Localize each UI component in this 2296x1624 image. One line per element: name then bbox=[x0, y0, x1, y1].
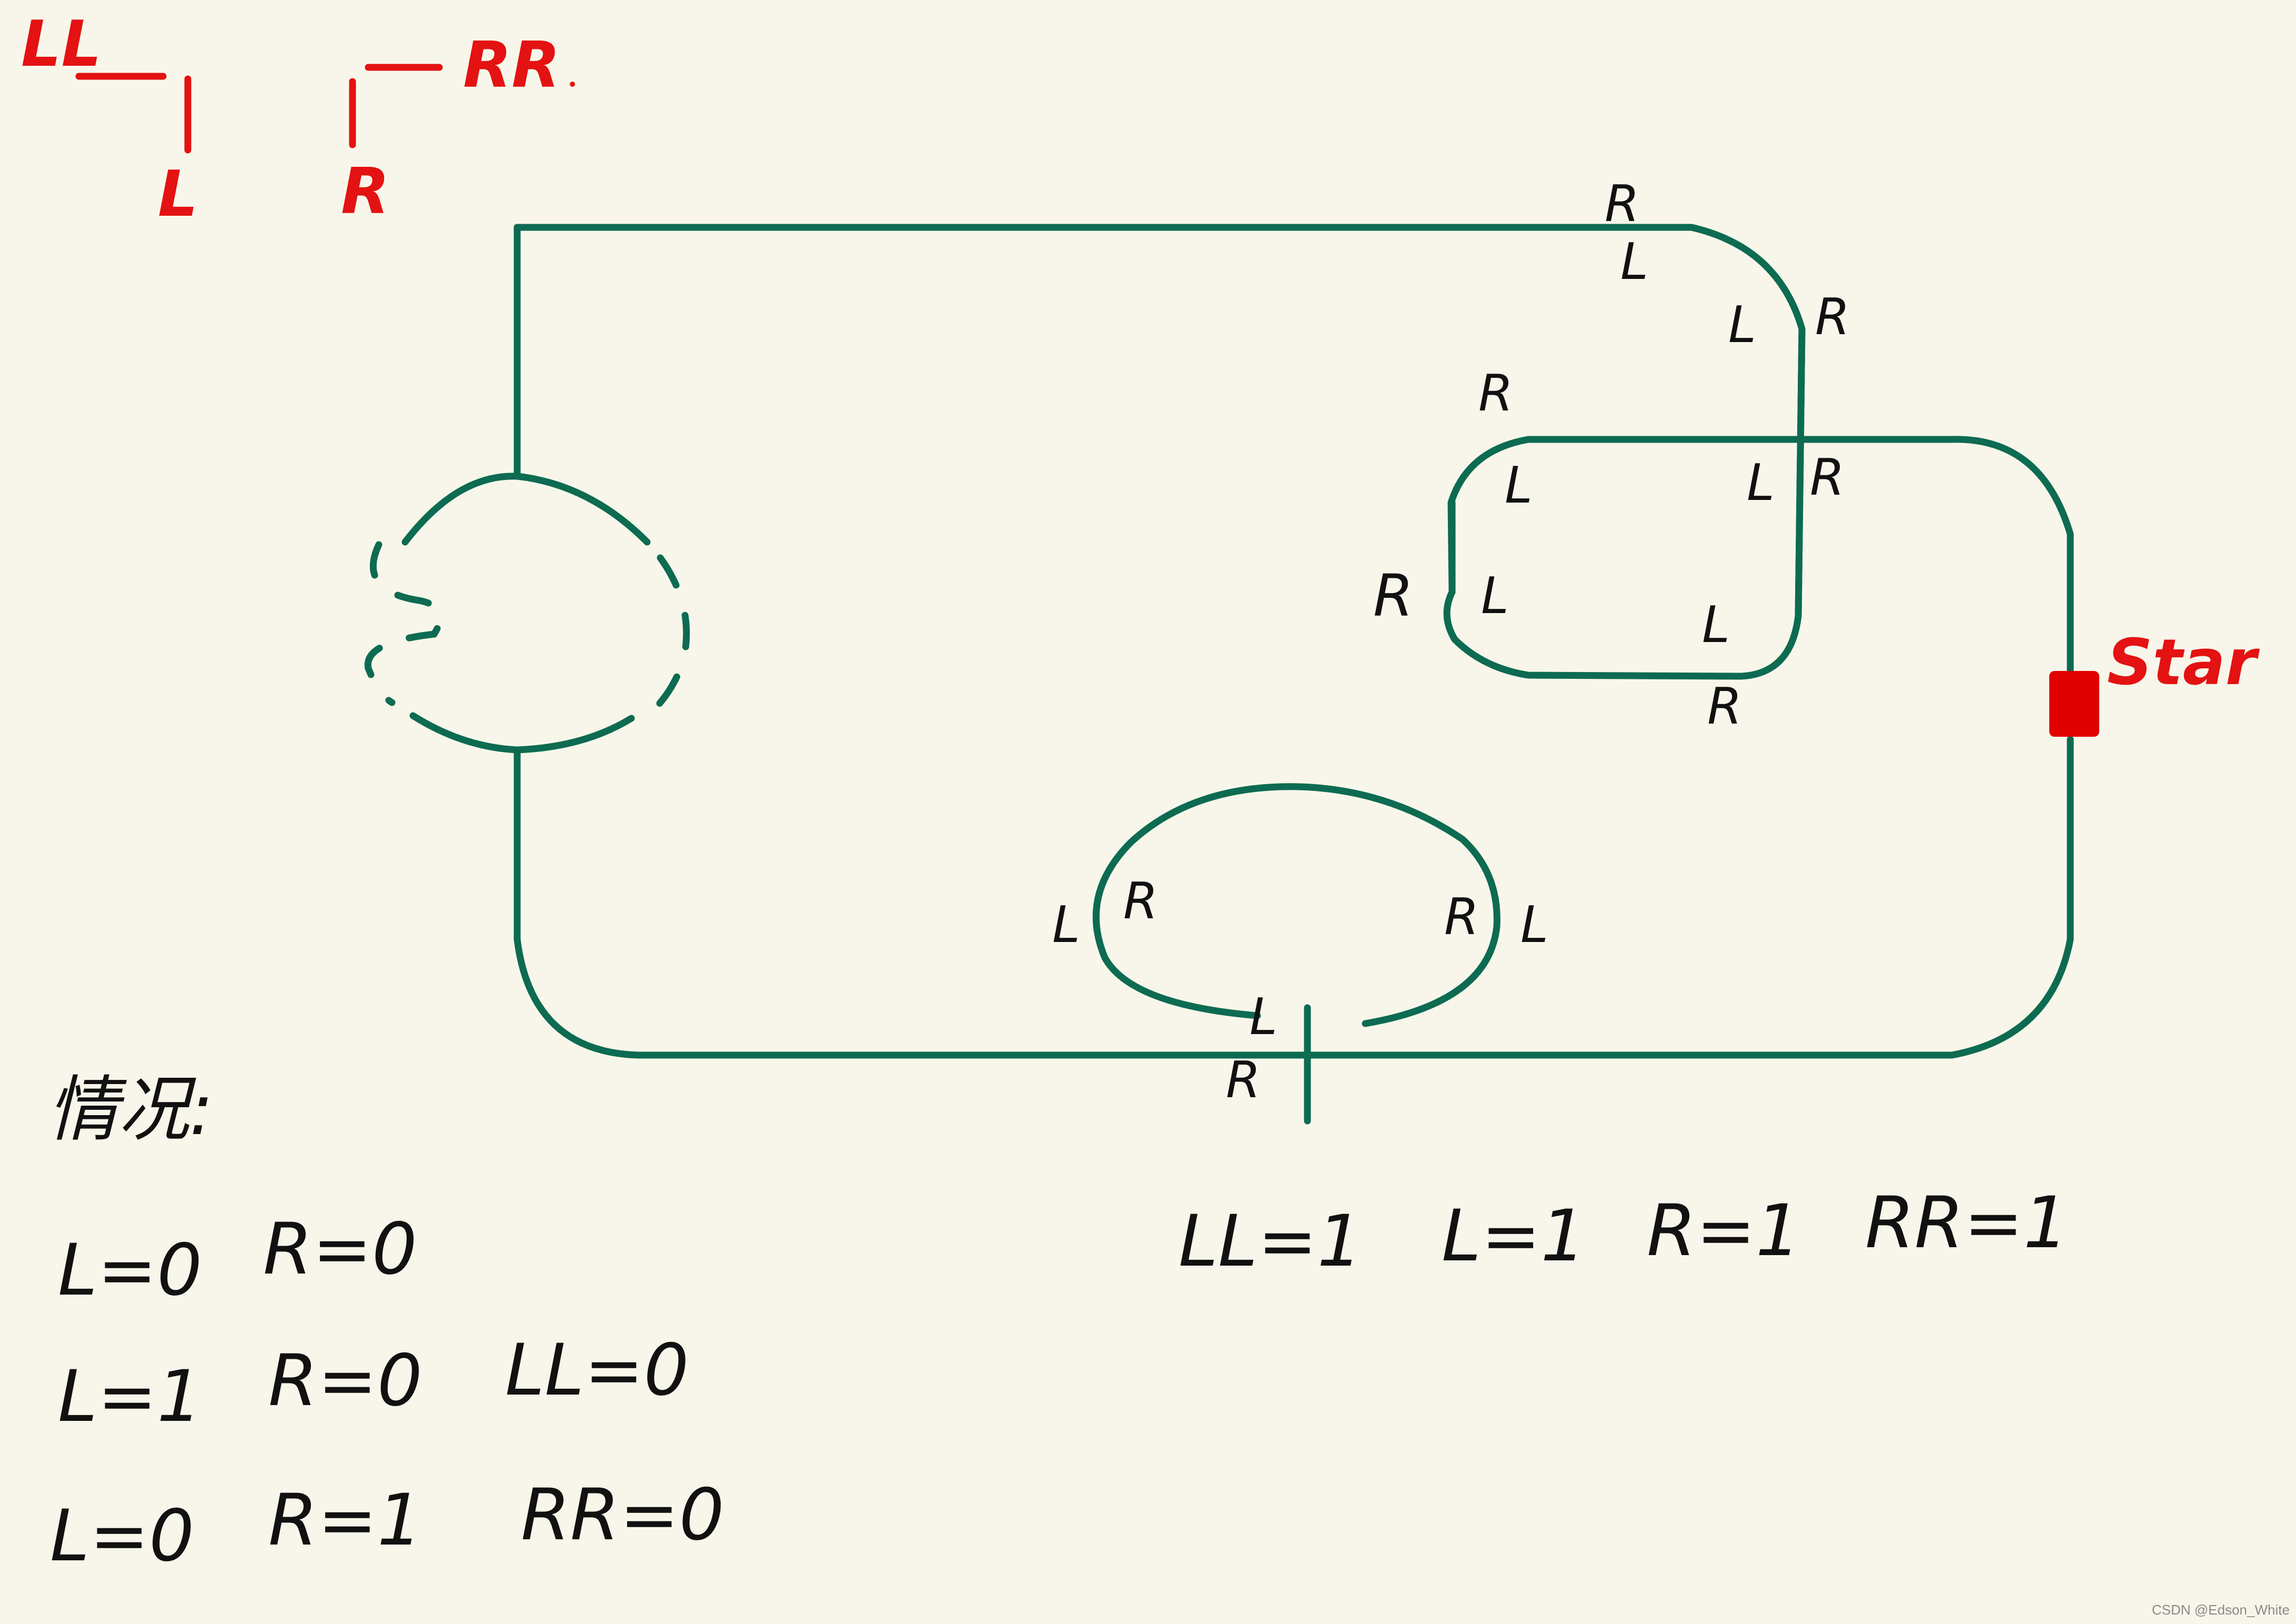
start-marker bbox=[2049, 671, 2099, 737]
top-corner-r-label: R bbox=[1605, 175, 1639, 233]
cases-heading: 情况: bbox=[47, 1068, 213, 1151]
left-splitter bbox=[364, 473, 690, 754]
start-label: Star bbox=[2107, 626, 2260, 699]
case-2-l: L=1 bbox=[58, 1355, 202, 1438]
legend-dot bbox=[570, 82, 575, 87]
all-on-rr: RR=1 bbox=[1865, 1181, 2069, 1264]
case-1-l: L=0 bbox=[58, 1229, 202, 1311]
splitter-dashed-left bbox=[364, 541, 444, 706]
outer-bottom-path bbox=[513, 736, 2074, 1059]
sensor-legend: LL L RR R bbox=[21, 8, 575, 231]
legend-l-label: L bbox=[158, 158, 198, 231]
case-3-rr: RR=0 bbox=[521, 1473, 724, 1556]
outer-top-path bbox=[513, 224, 1806, 680]
outer-right-upper bbox=[1447, 436, 2074, 680]
watermark: CSDN @Edson_White bbox=[2152, 1602, 2290, 1618]
legend-ll-label: LL bbox=[21, 8, 102, 81]
all-on-ll: LL=1 bbox=[1179, 1200, 1362, 1282]
bottom-r-label: R bbox=[1226, 1051, 1261, 1109]
case-2-r: R=0 bbox=[268, 1339, 422, 1422]
inner-mid-l-label: L bbox=[1747, 454, 1775, 512]
track-annotations: R L L R R L L R R L L R L R R L L R bbox=[1052, 175, 1850, 1109]
splitter-upper-right bbox=[513, 473, 651, 546]
all-on-row: LL=1 L=1 R=1 RR=1 bbox=[1179, 1181, 2069, 1282]
outer-track bbox=[513, 224, 2074, 1059]
top-corner-l-label: L bbox=[1620, 233, 1648, 291]
legend-r-label: R bbox=[341, 155, 389, 228]
junction-r-label: R bbox=[1815, 288, 1850, 346]
case-3-r: R=1 bbox=[268, 1479, 422, 1561]
legend-rr-label: RR bbox=[463, 29, 560, 102]
splitter-lower-left bbox=[409, 712, 521, 754]
crossing-line bbox=[1795, 325, 1806, 619]
loop-left-r-label: R bbox=[1123, 873, 1158, 930]
all-on-r: R=1 bbox=[1647, 1189, 1801, 1272]
all-on-l: L=1 bbox=[1442, 1195, 1586, 1277]
splitter-dashed-right bbox=[638, 554, 690, 725]
inner-bottom-l-label: L bbox=[1702, 596, 1730, 654]
inner-mid-r-label: R bbox=[1810, 449, 1845, 507]
inner-left-l-label: L bbox=[1481, 567, 1509, 625]
bottom-loop bbox=[1092, 783, 1501, 1125]
loop-right-l-label: L bbox=[1520, 896, 1548, 954]
inner-top-left-l-label: L bbox=[1505, 457, 1533, 515]
inner-top-left-r-label: R bbox=[1478, 365, 1513, 423]
loop-left-l-label: L bbox=[1052, 896, 1080, 954]
case-3-l: L=0 bbox=[50, 1495, 194, 1577]
inner-left-r-label: R bbox=[1373, 562, 1413, 629]
bottom-loop-path bbox=[1092, 783, 1501, 1027]
bottom-l-label: L bbox=[1250, 988, 1277, 1046]
case-1-r: R=0 bbox=[263, 1208, 417, 1290]
splitter-lower-right bbox=[513, 715, 635, 754]
case-2-ll: LL=0 bbox=[505, 1329, 689, 1411]
cases-section: 情况: L=0 R=0 L=1 R=0 LL=0 L=0 R=1 RR=0 bbox=[47, 1068, 724, 1577]
splitter-upper-left bbox=[401, 473, 521, 546]
loop-right-r-label: R bbox=[1444, 888, 1479, 946]
inner-bottom-r-label: R bbox=[1707, 678, 1742, 736]
inner-loop bbox=[1448, 436, 1956, 596]
junction-l-label: L bbox=[1728, 296, 1756, 354]
